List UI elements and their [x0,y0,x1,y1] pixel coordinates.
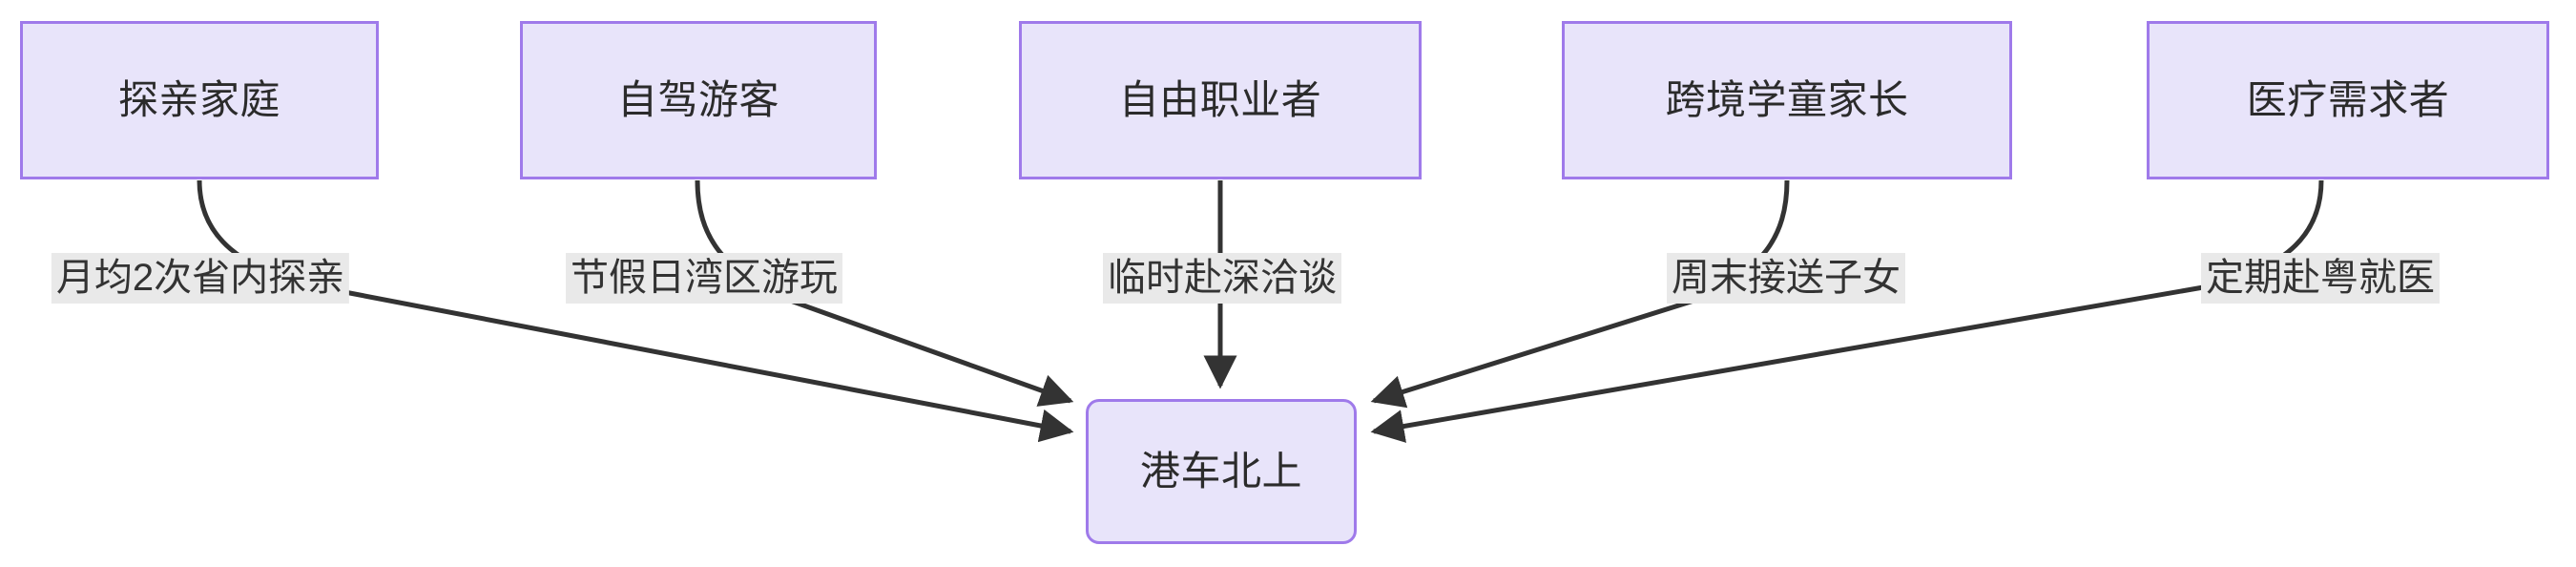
node-label: 港车北上 [1139,449,1302,494]
edge-medical-need [1370,179,2324,443]
node-hk-cars-north[interactable]: 港车北上 [1086,399,1357,544]
edge-label-visit-family: 月均2次省内探亲 [51,253,350,304]
edge-label-cross-border-parent: 周末接送子女 [1667,253,1905,304]
edge-label-medical-need: 定期赴粤就医 [2201,253,2440,304]
node-label: 自驾游客 [616,77,779,122]
edge-label-text: 定期赴粤就医 [2206,257,2435,299]
node-label: 医疗需求者 [2246,77,2450,122]
node-medical-need[interactable]: 医疗需求者 [2147,21,2549,179]
node-cross-border-parent[interactable]: 跨境学童家长 [1562,21,2012,179]
edge-label-text: 临时赴深洽谈 [1108,257,1337,299]
node-label: 跨境学童家长 [1665,77,1909,122]
node-self-drive[interactable]: 自驾游客 [520,21,877,179]
edge-label-freelancer: 临时赴深洽谈 [1103,253,1341,304]
edge-label-self-drive: 节假日湾区游玩 [566,253,842,304]
edge-label-text: 月均2次省内探亲 [55,257,345,299]
node-freelancer[interactable]: 自由职业者 [1019,21,1422,179]
edge-label-text: 周末接送子女 [1672,257,1901,299]
edge-visit-family [197,179,1074,443]
node-label: 探亲家庭 [117,77,280,122]
node-label: 自由职业者 [1118,77,1322,122]
node-visit-family[interactable]: 探亲家庭 [20,21,379,179]
edge-label-text: 节假日湾区游玩 [571,257,838,299]
